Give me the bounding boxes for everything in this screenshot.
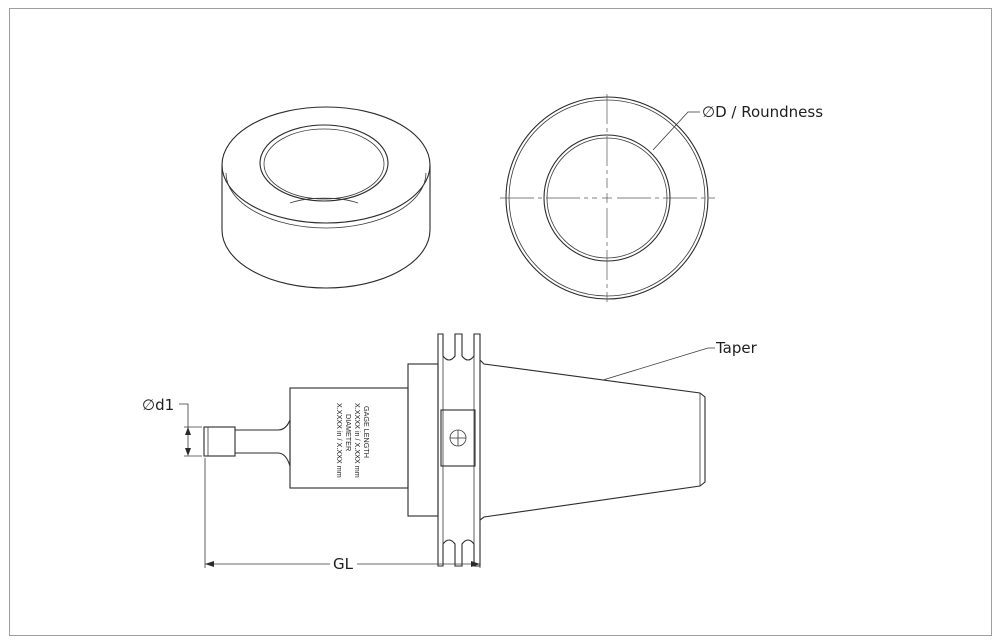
engraving-line-3: DIAMETER — [344, 414, 353, 451]
tool-holder-side-view — [203, 333, 715, 567]
gage-length-label: GL — [333, 555, 354, 573]
taper-label: Taper — [715, 339, 758, 357]
gage-length-dimension — [204, 458, 481, 568]
engraving-line-4: X.XXXX in / X.XXX mm — [335, 403, 344, 478]
ring-gauge-front-view — [500, 94, 715, 302]
engraving-line-1: GAGE LENGTH — [362, 406, 371, 458]
diameter-roundness-label: ∅D / Roundness — [702, 103, 823, 121]
small-diameter-label: ∅d1 — [142, 396, 174, 414]
engraving-text: GAGE LENGTH X.XXXX in / X.XXX mm DIAMETE… — [335, 403, 371, 478]
ring-gauge-isometric — [221, 106, 431, 289]
engraving-line-2: X.XXXX in / X.XXX mm — [353, 403, 362, 478]
small-diameter-dimension — [179, 403, 202, 457]
drawing-frame — [9, 8, 992, 636]
